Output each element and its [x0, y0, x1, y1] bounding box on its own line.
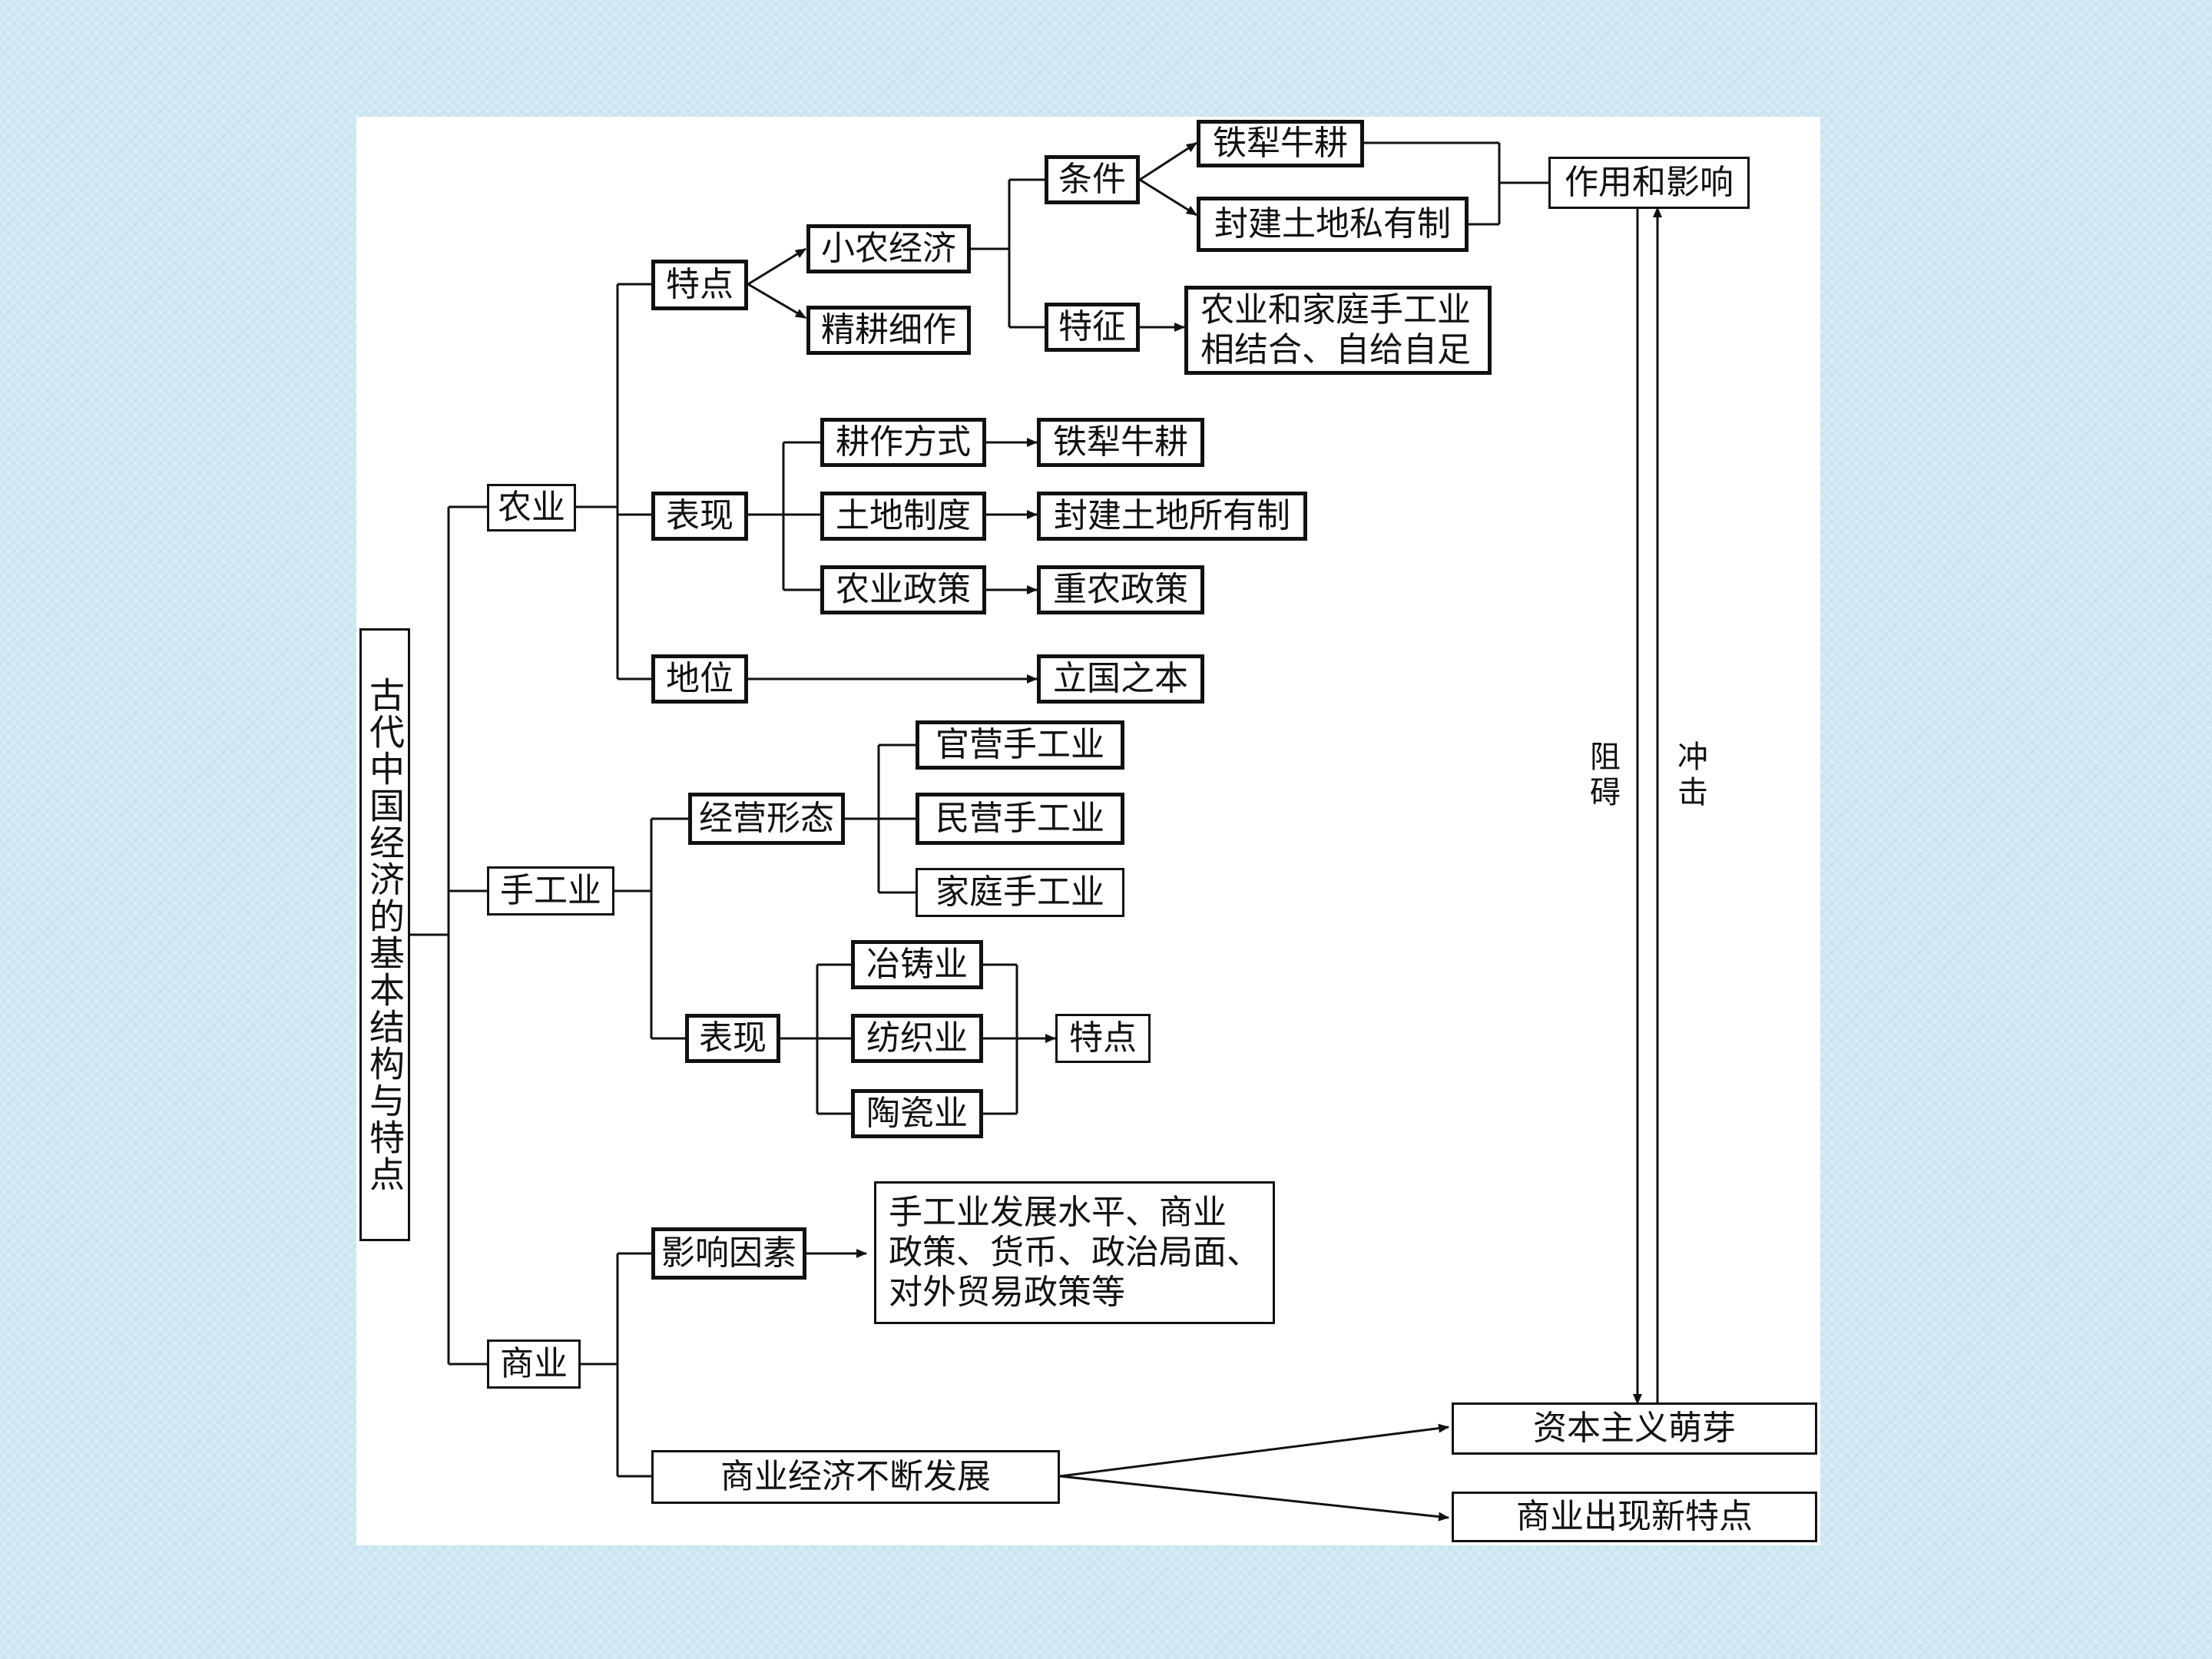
private-craft-node: 民营手工业	[916, 793, 1124, 845]
farming-method-node: 耕作方式	[820, 418, 986, 467]
commerce-factors-node: 影响因素	[651, 1227, 806, 1280]
commerce-develop-node: 商业经济不断发展	[651, 1450, 1060, 1504]
traits-node: 特征	[1045, 303, 1140, 352]
factors-desc-line-2: 政策、货币、政治局面、	[889, 1233, 1260, 1272]
farming-method-value: 铁犁牛耕	[1037, 418, 1204, 467]
agri-status-node: 地位	[651, 654, 748, 704]
land-system-node: 土地制度	[820, 492, 986, 541]
agri-policy-value: 重农政策	[1037, 565, 1204, 614]
agri-manifest-node: 表现	[651, 492, 748, 541]
traits-desc-line-1: 农业和家庭手工业	[1200, 290, 1471, 329]
intensive-farming-node: 精耕细作	[806, 306, 971, 355]
craft-node: 手工业	[487, 866, 614, 916]
hinder-label: 阻碍	[1584, 740, 1620, 811]
capitalism-sprouts-node: 资本主义萌芽	[1452, 1402, 1817, 1455]
feudal-private-land-node: 封建土地私有制	[1197, 197, 1469, 252]
small-farm-node: 小农经济	[806, 224, 971, 273]
effects-node: 作用和影响	[1548, 157, 1750, 209]
traits-desc-node: 农业和家庭手工业 相结合、自给自足	[1184, 286, 1492, 375]
factors-desc-line-1: 手工业发展水平、商业	[889, 1193, 1227, 1232]
smelting-node: 冶铸业	[851, 940, 983, 989]
traits-desc-line-2: 相结合、自给自足	[1200, 330, 1471, 369]
factors-desc-line-3: 对外贸易政策等	[889, 1273, 1125, 1312]
textile-node: 纺织业	[851, 1014, 983, 1063]
commerce-new-features-node: 商业出现新特点	[1452, 1492, 1817, 1542]
agri-node: 农业	[487, 484, 576, 531]
craft-manifest-node: 表现	[685, 1014, 780, 1063]
root-title: 古代中国经济的基本结构与特点	[359, 628, 410, 1241]
commerce-node: 商业	[487, 1339, 581, 1389]
agri-features-node: 特点	[651, 260, 748, 310]
household-craft-node: 家庭手工业	[916, 868, 1124, 917]
connector-lines	[410, 141, 1662, 1522]
agri-policy-node: 农业政策	[820, 565, 986, 614]
craft-forms-node: 经营形态	[688, 793, 845, 845]
commerce-factors-desc: 手工业发展水平、商业 政策、货币、政治局面、 对外贸易政策等	[874, 1181, 1275, 1324]
agri-status-value: 立国之本	[1037, 654, 1204, 704]
diagram-canvas: 古代中国经济的基本结构与特点 农业 特点 小农经济 精耕细作 条件 铁犁牛耕 封…	[356, 117, 1820, 1545]
iron-plough-node: 铁犁牛耕	[1197, 120, 1364, 167]
official-craft-node: 官营手工业	[916, 720, 1124, 770]
land-system-value: 封建土地所有制	[1037, 492, 1307, 541]
conditions-node: 条件	[1045, 155, 1140, 204]
ceramics-node: 陶瓷业	[851, 1089, 983, 1138]
craft-features-node: 特点	[1055, 1014, 1151, 1063]
impact-label: 冲击	[1672, 740, 1707, 811]
